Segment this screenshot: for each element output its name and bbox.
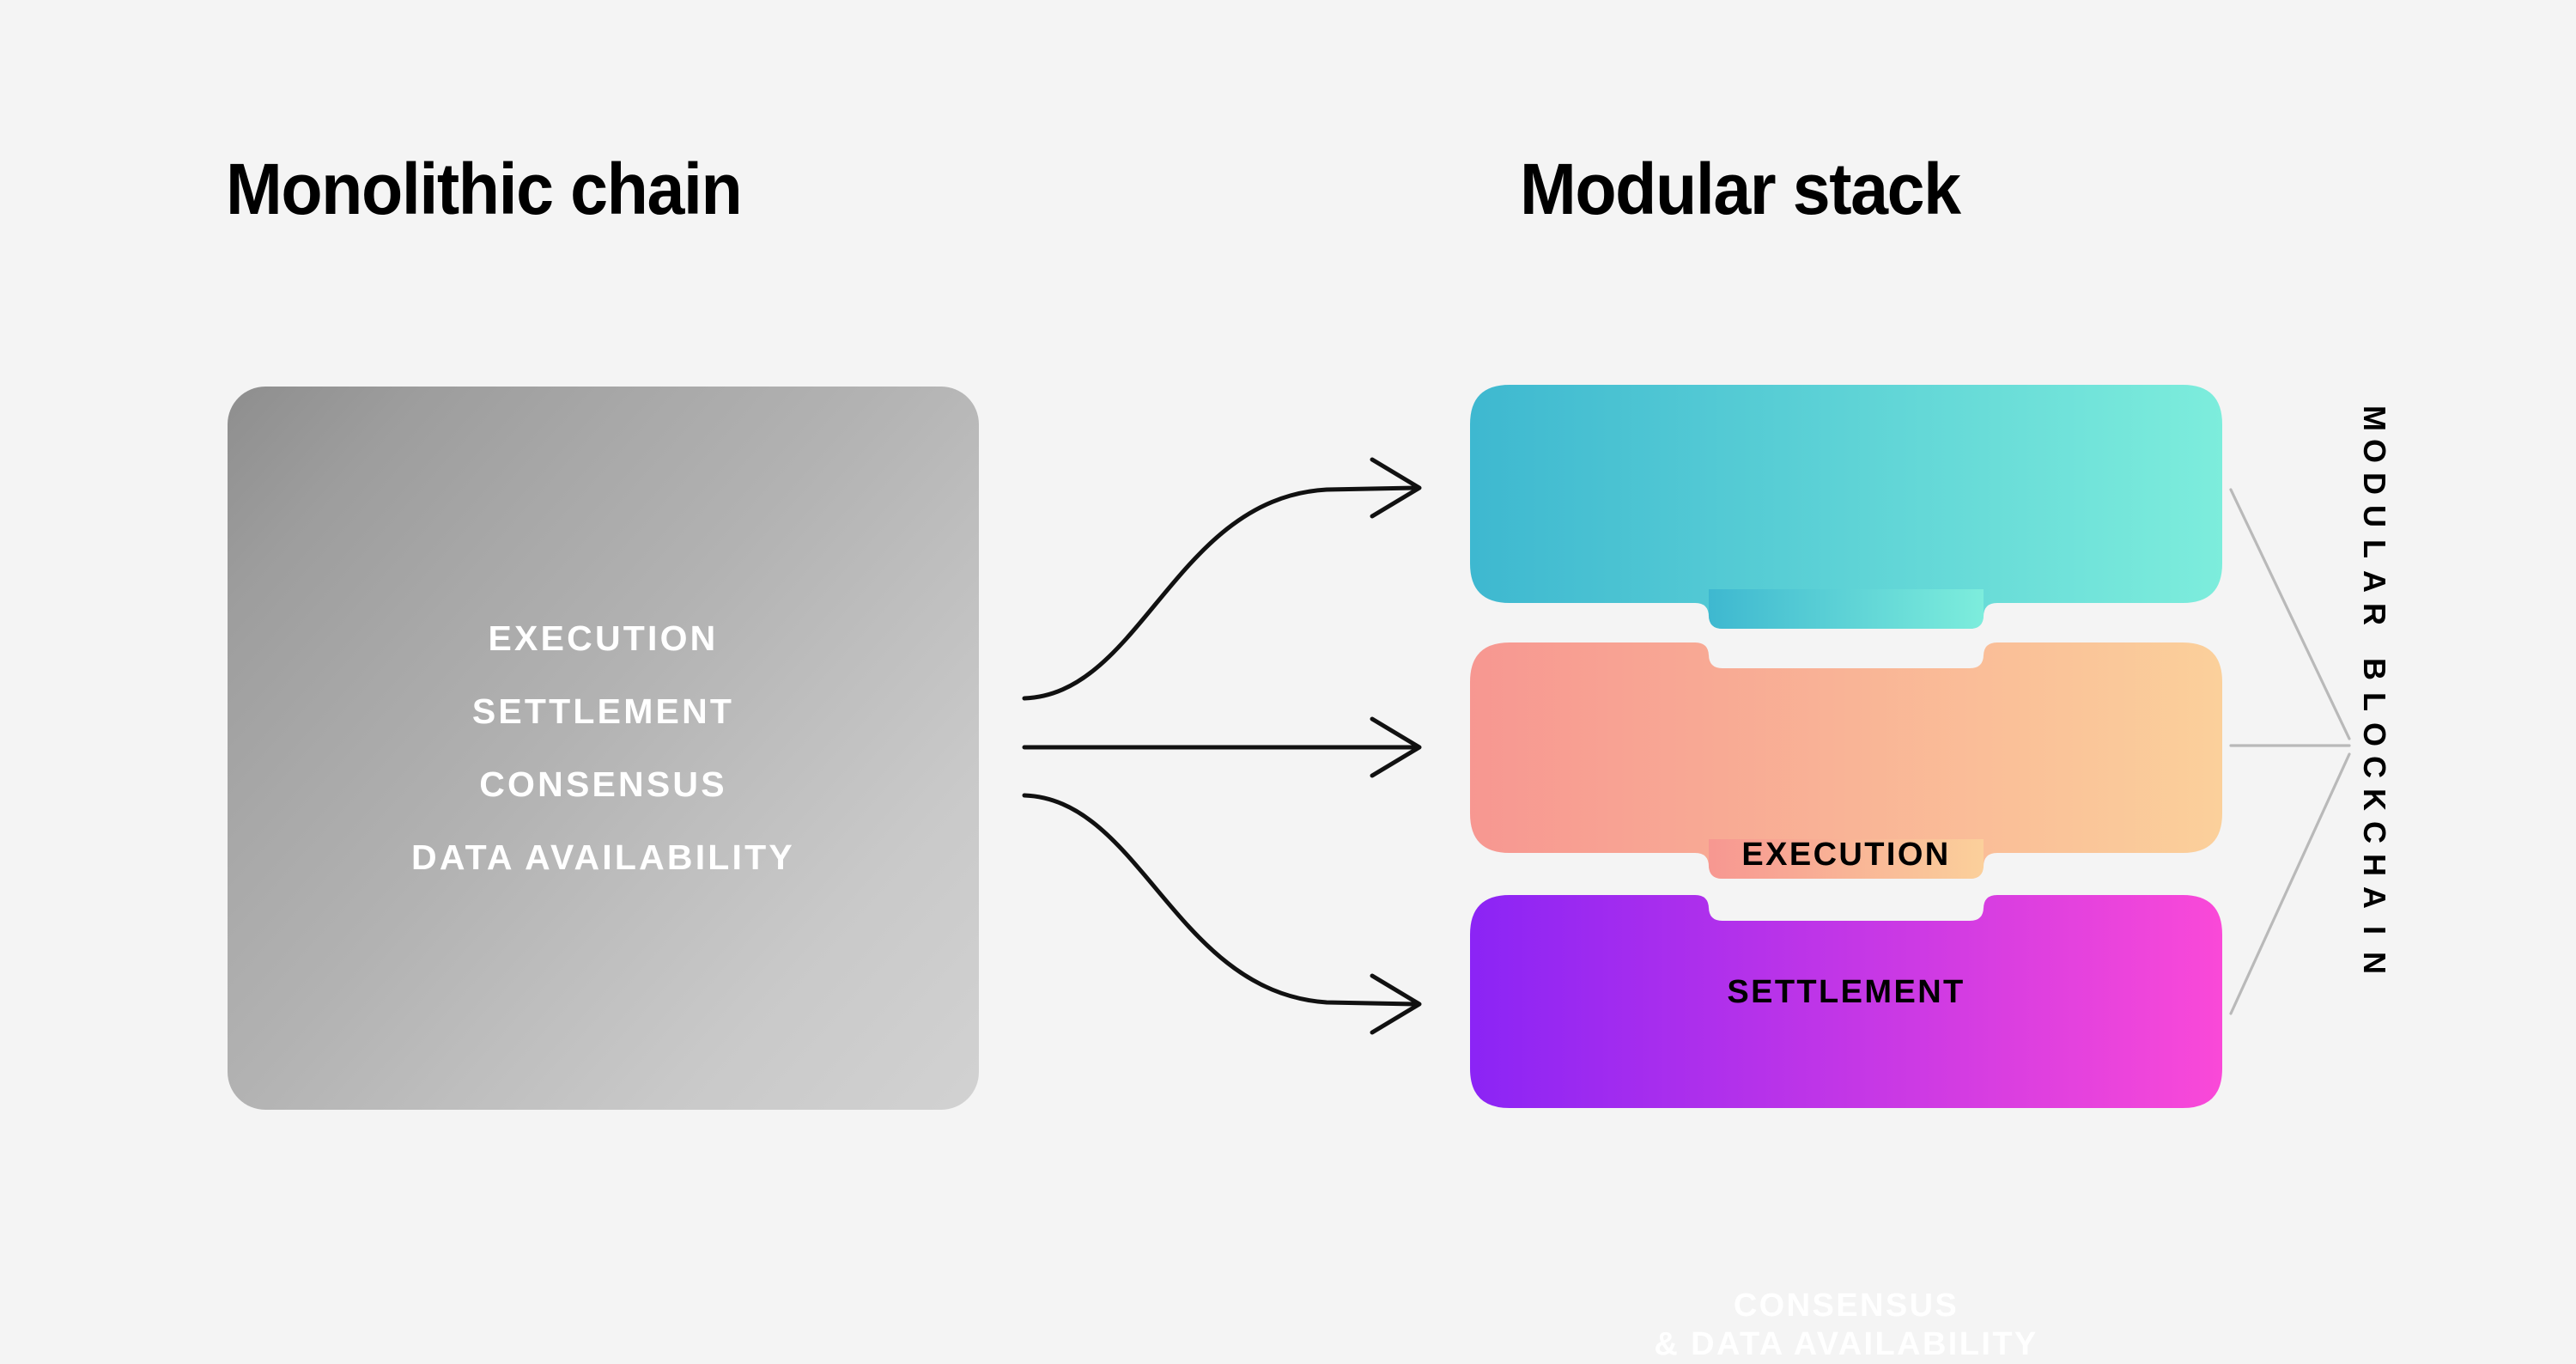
monolithic-layer-settlement: SETTLEMENT — [471, 691, 735, 731]
modular-brace — [2229, 488, 2351, 1015]
caption-char: O — [2356, 438, 2392, 464]
block-execution-tab — [1709, 589, 1984, 629]
caption-char: D — [2357, 472, 2392, 495]
arrowhead-to-settlement — [1370, 716, 1422, 778]
caption-char: N — [2357, 952, 2392, 974]
block-execution[interactable] — [1470, 385, 2222, 629]
arrowhead-to-consensus — [1370, 973, 1422, 1035]
modular-blockchain-caption: M O D U L A R B L O C K C H A I N — [2348, 402, 2400, 979]
caption-char: A — [2357, 570, 2392, 593]
block-settlement-tab — [1709, 839, 1984, 879]
arrowhead-to-execution — [1370, 457, 1422, 519]
brace-line-execution — [2229, 488, 2351, 740]
caption-char: A — [2357, 886, 2392, 909]
modular-blocks-svg — [1470, 385, 2222, 1108]
modular-stack: EXECUTION SETTLEMENT CONSENSUS & DATA AV… — [1470, 385, 2222, 1362]
monolithic-layer-execution: EXECUTION — [488, 618, 719, 658]
block-settlement[interactable] — [1470, 642, 2222, 879]
caption-char: R — [2357, 603, 2392, 625]
caption-char: C — [2357, 821, 2392, 843]
caption-char: L — [2357, 692, 2392, 711]
caption-char: K — [2357, 789, 2392, 811]
brace-line-consensus — [2229, 752, 2351, 1015]
caption-char: C — [2357, 756, 2392, 778]
caption-char: H — [2357, 854, 2392, 876]
page-title-monolithic: Monolithic chain — [226, 149, 743, 229]
block-label-consensus: CONSENSUS & DATA AVAILABILITY — [1654, 1288, 2038, 1362]
caption-char: M — [2357, 405, 2392, 431]
caption-char: L — [2357, 539, 2392, 558]
page-title-modular: Modular stack — [1520, 149, 1961, 229]
caption-char: O — [2356, 722, 2392, 747]
caption-char: I — [2356, 925, 2392, 935]
block-label-execution: EXECUTION — [1741, 837, 1951, 873]
monolithic-layer-consensus: CONSENSUS — [479, 764, 727, 804]
caption-char: B — [2357, 658, 2392, 680]
caption-char: U — [2357, 505, 2392, 527]
diagram-canvas: Monolithic chain Modular stack EXECUTION… — [226, 149, 2400, 1362]
arrow-to-execution — [1022, 485, 1418, 701]
monolithic-chain-box: EXECUTION SETTLEMENT CONSENSUS DATA AVAI… — [228, 387, 979, 1110]
block-label-settlement: SETTLEMENT — [1727, 974, 1965, 1010]
arrow-to-consensus — [1022, 793, 1418, 1007]
block-consensus[interactable] — [1470, 895, 2222, 1108]
monolithic-layer-data-availability: DATA AVAILABILITY — [411, 837, 795, 877]
